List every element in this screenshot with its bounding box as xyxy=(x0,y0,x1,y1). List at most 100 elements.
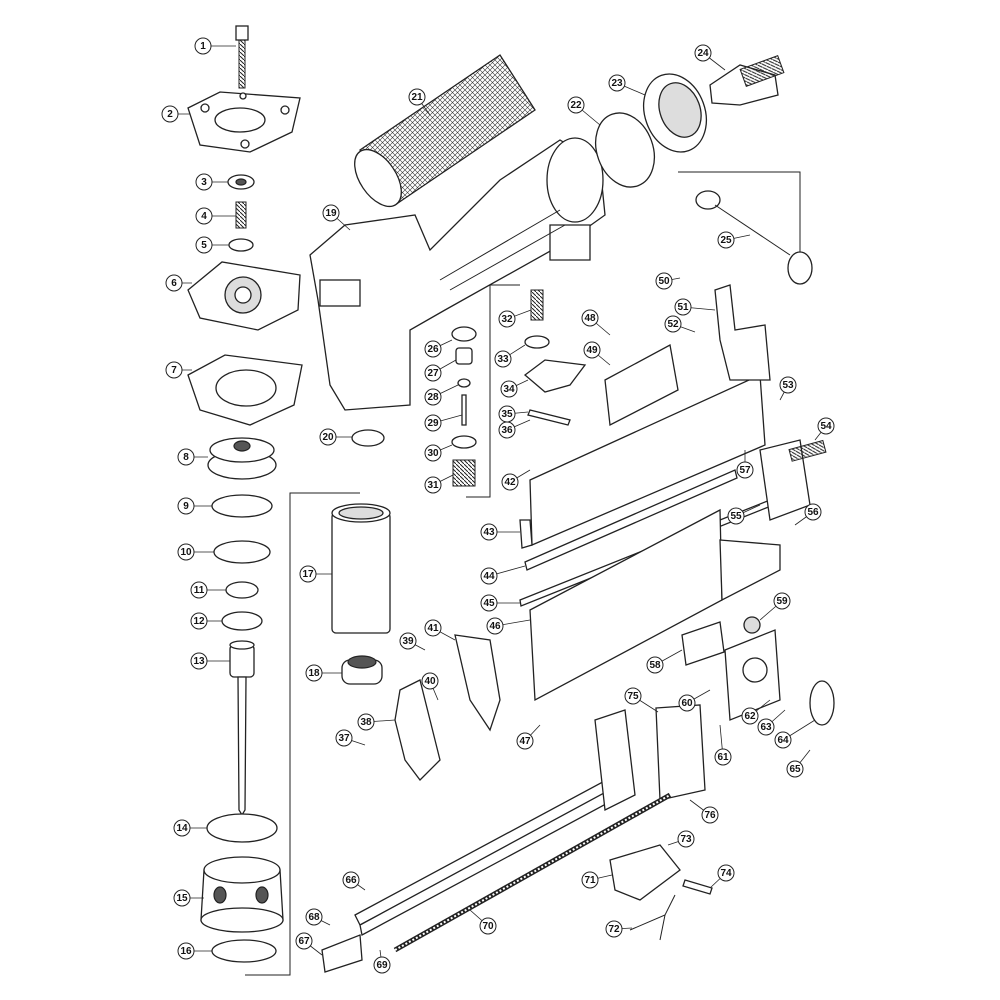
callout-circle xyxy=(177,497,195,515)
callout-number: 1 xyxy=(200,41,206,52)
callout-11: 11 xyxy=(190,581,208,599)
group-bracket-valve xyxy=(466,284,520,498)
callout-number: 65 xyxy=(789,764,801,775)
callout-70: 70 xyxy=(479,917,497,935)
callout-number: 15 xyxy=(176,893,188,904)
callout-circle xyxy=(605,920,623,938)
callout-circle xyxy=(190,581,208,599)
callout-circle xyxy=(678,694,696,712)
callout-circle xyxy=(195,173,213,191)
callout-circle xyxy=(717,231,735,249)
callout-60: 60 xyxy=(678,694,696,712)
nose-block-part-59 xyxy=(724,616,781,721)
callout-number: 2 xyxy=(167,109,173,120)
callout-circle xyxy=(786,760,804,778)
callout-circle xyxy=(779,376,797,394)
callout-15: 15 xyxy=(173,889,191,907)
callout-19: 19 xyxy=(322,204,340,222)
callout-31: 31 xyxy=(424,476,442,494)
callout-number: 42 xyxy=(504,477,516,488)
callout-number: 74 xyxy=(720,868,732,879)
callout-52: 52 xyxy=(664,315,682,333)
callout-circle xyxy=(583,341,601,359)
callout-number: 33 xyxy=(497,354,509,365)
callout-circle xyxy=(305,664,323,682)
plug-part-20 xyxy=(351,429,385,447)
callout-17: 17 xyxy=(299,565,317,583)
callout-number: 9 xyxy=(183,501,189,512)
cover-plate-part-2 xyxy=(187,91,301,153)
callout-number: 11 xyxy=(194,585,205,596)
callout-circle xyxy=(727,507,745,525)
plate-part-58 xyxy=(681,621,725,666)
magazine-rails-part-66 xyxy=(354,709,636,936)
callout-number: 12 xyxy=(193,616,205,627)
callout-number: 7 xyxy=(171,365,177,376)
callout-circle xyxy=(421,672,439,690)
end-cap-part-23 xyxy=(643,73,707,153)
callout-circle xyxy=(624,687,642,705)
callout-9: 9 xyxy=(177,497,195,515)
callout-39: 39 xyxy=(399,632,417,650)
frame-plate-part-43 xyxy=(519,374,766,549)
callout-30: 30 xyxy=(424,444,442,462)
callout-number: 70 xyxy=(482,921,494,932)
o-ring-part-22 xyxy=(595,112,655,188)
bracket-part-49 xyxy=(604,344,679,427)
o-ring-part-14 xyxy=(206,813,278,843)
callout-68: 68 xyxy=(305,908,323,926)
pusher-part-71 xyxy=(609,844,681,901)
o-ring-part-16 xyxy=(211,939,277,963)
callout-number: 41 xyxy=(427,623,439,634)
follower-part-67 xyxy=(321,934,363,973)
callout-73: 73 xyxy=(677,830,695,848)
callout-circle xyxy=(581,871,599,889)
callout-69: 69 xyxy=(373,956,391,974)
callout-circle xyxy=(424,364,442,382)
callout-number: 55 xyxy=(730,511,742,522)
callout-number: 60 xyxy=(681,698,693,709)
screw-part-1 xyxy=(235,25,249,89)
callout-number: 57 xyxy=(739,465,751,476)
callout-67: 67 xyxy=(295,932,313,950)
callout-number: 44 xyxy=(483,571,495,582)
callout-circle xyxy=(773,592,791,610)
callout-number: 35 xyxy=(501,409,513,420)
callout-number: 13 xyxy=(193,656,205,667)
callout-circle xyxy=(717,864,735,882)
callout-35: 35 xyxy=(498,405,516,423)
callout-circle xyxy=(581,309,599,327)
callout-number: 43 xyxy=(483,527,495,538)
callout-circle xyxy=(498,310,516,328)
callout-number: 69 xyxy=(376,960,388,971)
callout-number: 5 xyxy=(201,240,207,251)
callout-number: 72 xyxy=(608,924,620,935)
trigger-parts-32-36 xyxy=(523,289,587,426)
latch-parts-37-41 xyxy=(394,634,501,781)
nose-guide-part-75 xyxy=(655,704,706,801)
callout-74: 74 xyxy=(717,864,735,882)
callout-number: 8 xyxy=(183,452,189,463)
callout-circle xyxy=(177,448,195,466)
callout-number: 46 xyxy=(489,621,501,632)
callout-49: 49 xyxy=(583,341,601,359)
callout-circle xyxy=(190,612,208,630)
callout-number: 31 xyxy=(427,480,439,491)
callout-circle xyxy=(714,748,732,766)
callout-circle xyxy=(817,417,835,435)
callout-number: 22 xyxy=(570,100,582,111)
callout-number: 45 xyxy=(483,598,495,609)
callout-44: 44 xyxy=(480,567,498,585)
callout-number: 76 xyxy=(704,810,716,821)
callout-number: 58 xyxy=(649,660,661,671)
callout-number: 67 xyxy=(298,936,310,947)
callout-22: 22 xyxy=(567,96,585,114)
callout-circle xyxy=(295,932,313,950)
air-fitting-bracket xyxy=(678,171,801,273)
callout-65: 65 xyxy=(786,760,804,778)
cap-part-6 xyxy=(187,261,301,331)
callout-circle xyxy=(674,298,692,316)
piston-head-part-8 xyxy=(207,437,277,480)
callout-circle xyxy=(319,428,337,446)
